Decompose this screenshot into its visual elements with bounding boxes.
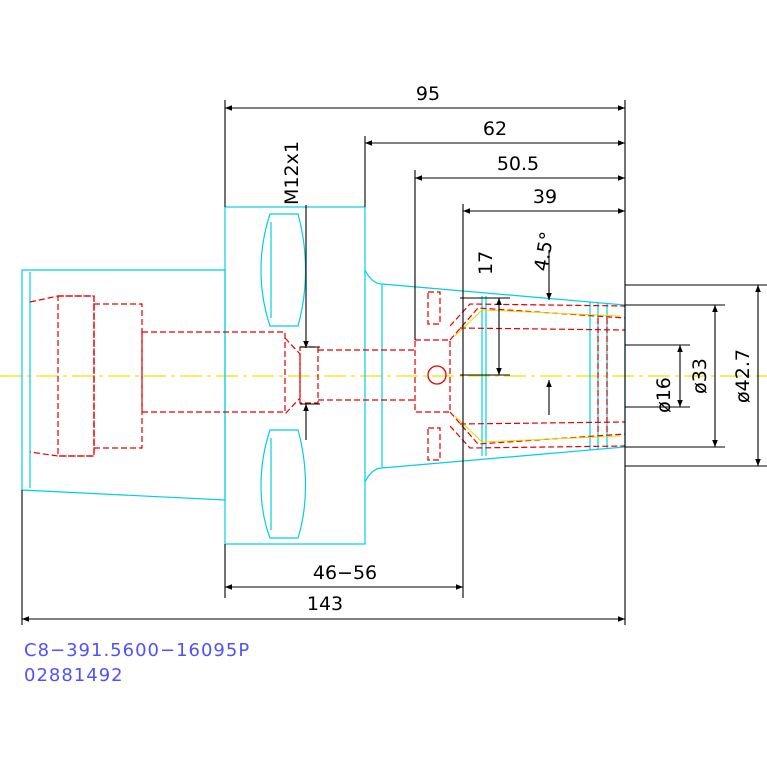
dim-62-label: 62 bbox=[483, 118, 507, 140]
dim-50-5-label: 50.5 bbox=[497, 153, 539, 175]
dia33-label: ø33 bbox=[689, 358, 711, 394]
cross-hole bbox=[427, 365, 447, 385]
dim-17-label: 17 bbox=[475, 251, 497, 275]
dia16-label: ø16 bbox=[653, 377, 675, 413]
dim-46-56-label: 46−56 bbox=[313, 562, 377, 584]
hidden-lines bbox=[29, 291, 626, 461]
dim-39-label: 39 bbox=[533, 186, 557, 208]
angle-label: 4.5° bbox=[530, 230, 559, 273]
dim-143-label: 143 bbox=[307, 593, 343, 615]
collet-accent bbox=[454, 309, 621, 443]
thread-label: M12x1 bbox=[281, 141, 303, 205]
part-code: C8−391.5600−16095P bbox=[24, 640, 250, 661]
dimension-lines bbox=[21, 100, 767, 625]
part-number: 02881492 bbox=[24, 665, 124, 686]
dia42-7-label: ø42.7 bbox=[732, 349, 754, 403]
dim-95-label: 95 bbox=[416, 83, 440, 105]
